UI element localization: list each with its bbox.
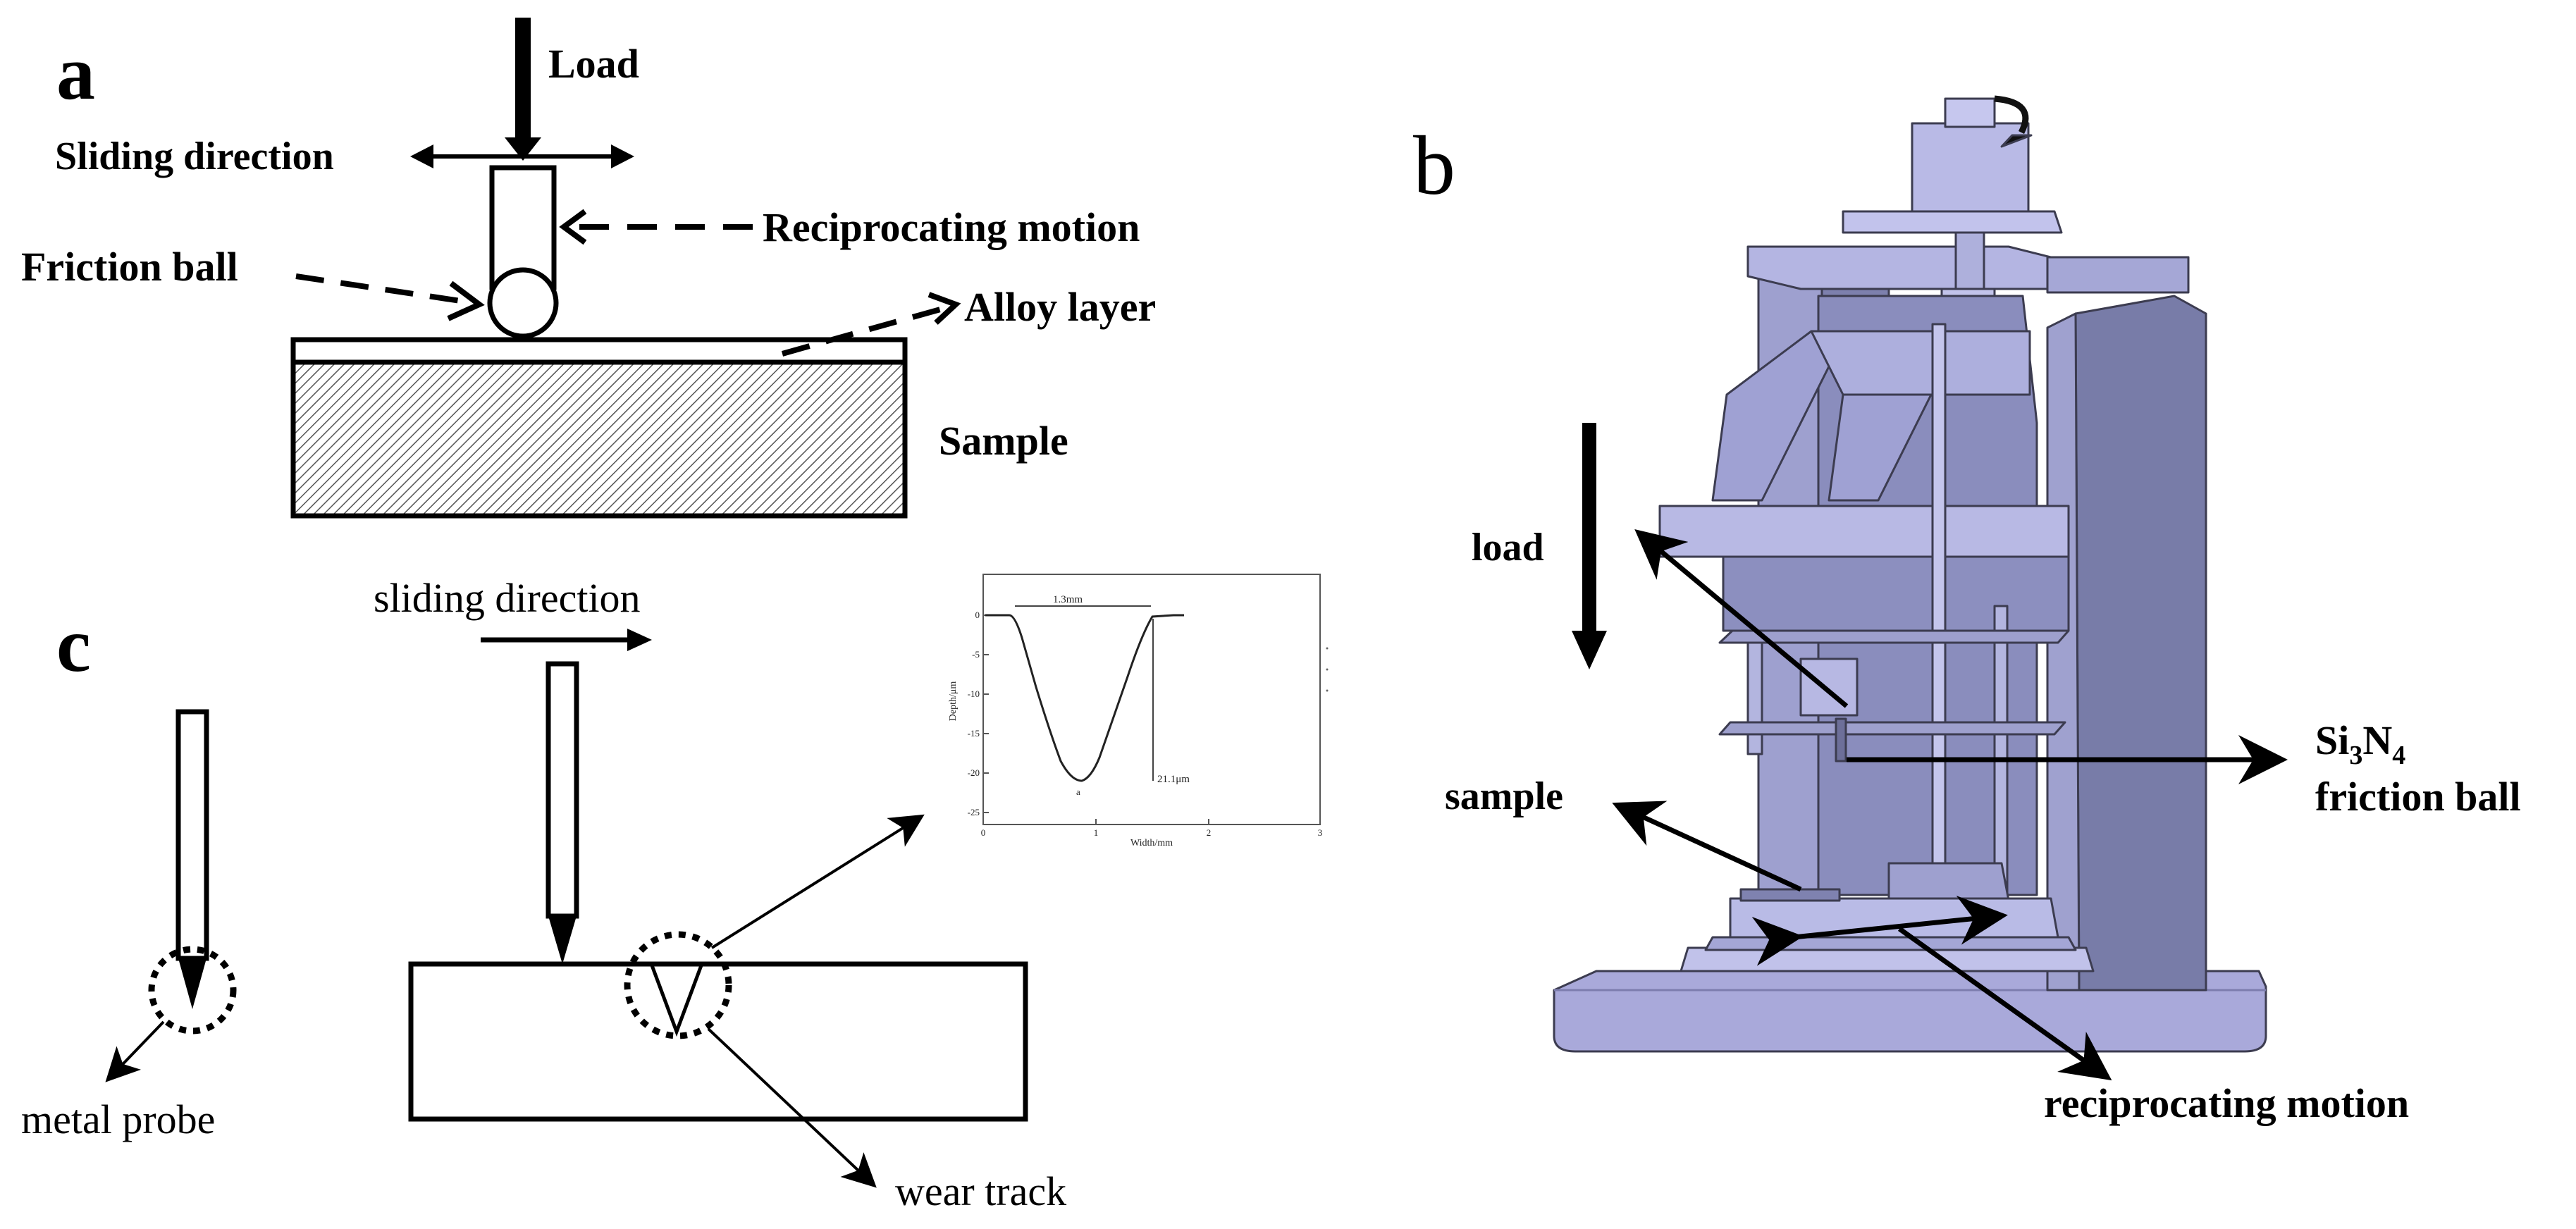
metal-probe-tip — [178, 958, 207, 1009]
load-b-label: load — [1472, 526, 1544, 569]
wear-track-label: wear track — [895, 1168, 1066, 1214]
sliding-direction-c-label: sliding direction — [374, 575, 641, 621]
inset-ytick: -5 — [972, 649, 980, 660]
panel-a-letter: a — [56, 30, 95, 116]
wear-track-to-inset-pointer — [710, 814, 925, 949]
alloy-layer — [290, 337, 908, 365]
wear-track-highlight-circle — [624, 931, 732, 1039]
inset-yticks: 0 -5 -10 -15 -20 -25 — [968, 610, 980, 817]
metal-probe-shaft — [175, 709, 209, 961]
rotation-arrow-head — [2000, 134, 2033, 148]
wear-track-groove — [650, 965, 703, 1037]
sample-block-c — [408, 961, 1028, 1122]
top-plate — [1842, 210, 2063, 234]
rotation-arrow — [1994, 95, 2029, 135]
si3n4-label: Si3N4 — [2315, 717, 2405, 770]
load-plate-upper — [1718, 629, 2070, 644]
load-arrow-shaft — [515, 18, 531, 141]
friction-ball-dashed-line — [295, 273, 466, 304]
inset-xtick: 2 — [1207, 827, 1212, 838]
alloy-layer-label: Alloy layer — [964, 284, 1156, 330]
sample-b-label: sample — [1445, 774, 1563, 818]
friction-ball — [487, 267, 559, 339]
sliding-pin-tip — [548, 916, 577, 964]
inset-frame — [982, 574, 1321, 825]
guide-rod-center — [1931, 323, 1947, 903]
inset-xlabel: Width/mm — [1130, 838, 1173, 848]
metal-probe-pointer — [105, 1020, 165, 1082]
wear-profile-inset: 0 -5 -10 -15 -20 -25 0 1 2 3 Depth/μm Wi… — [948, 574, 1329, 848]
brace-left — [1711, 330, 1848, 502]
sample-label: Sample — [939, 418, 1068, 464]
motor-cap — [1944, 97, 1996, 128]
load-arrow-b-head — [1572, 631, 1607, 669]
sample-block — [290, 359, 908, 519]
sliding-direction-label: Sliding direction — [55, 135, 334, 178]
ball-stem — [1835, 717, 1847, 762]
alloy-layer-dashed-line — [781, 306, 944, 357]
reciprocating-pointer — [1897, 927, 2112, 1081]
metal-probe-label: metal probe — [21, 1097, 215, 1142]
reciprocating-motion-b-label: reciprocating motion — [2044, 1080, 2409, 1126]
ball-holder-b — [1799, 657, 1859, 717]
depth-profile-curve — [985, 614, 1184, 782]
guide-rod-right — [1993, 605, 2009, 903]
panel-c: c sliding direction metal probe wear tra… — [21, 574, 1329, 1214]
sample-pointer — [1612, 801, 1802, 892]
inset-curve-label: a — [1076, 786, 1080, 797]
inset-ytick: -10 — [968, 688, 980, 699]
wear-track-pointer — [707, 1027, 877, 1188]
brace-top — [1810, 330, 2031, 396]
panel-c-letter: c — [56, 602, 91, 688]
inset-ytick: 0 — [975, 610, 980, 620]
inset-ytick: -25 — [968, 807, 980, 817]
friction-ball-arrow-head — [447, 280, 485, 321]
inset-xtick: 3 — [1318, 827, 1323, 838]
rotary-disk-rim — [1704, 936, 2077, 951]
inset-xtick: 0 — [981, 827, 986, 838]
panel-b: b — [1413, 95, 2521, 1126]
top-beam — [1746, 245, 2066, 290]
friction-ball-label: Friction ball — [21, 244, 238, 290]
sliding-arrow-right-head — [611, 144, 634, 168]
load-label: Load — [548, 41, 639, 87]
reciprocating-motion-label: Reciprocating motion — [763, 204, 1140, 250]
carriage-front — [1722, 555, 2070, 632]
load-arrow-head — [505, 137, 541, 161]
reciprocating-double-arrow — [1751, 895, 2008, 966]
depth-annotation-label: 21.1μm — [1157, 774, 1190, 785]
inset-ytick: -20 — [968, 767, 980, 778]
guide-rod-left — [1746, 633, 1763, 755]
right-column — [2074, 295, 2207, 992]
panel-b-letter: b — [1413, 118, 1455, 212]
panel-a: a Load Sliding direction Reciprocating m… — [21, 18, 1156, 519]
inset-xtick: 1 — [1094, 827, 1099, 838]
inset-ytick: -15 — [968, 728, 980, 739]
load-pointer — [1634, 529, 1849, 708]
width-annotation-label: 1.3mm — [1053, 594, 1083, 605]
rotary-disk — [1680, 946, 2095, 972]
inset-ticks — [983, 614, 1209, 825]
right-column-face — [2046, 312, 2081, 992]
sliding-direction-c-head — [627, 629, 652, 651]
load-arrow-b-shaft — [1582, 423, 1596, 634]
sliding-arrow-left-head — [410, 144, 433, 168]
inset-ylabel: Depth/μm — [948, 681, 959, 722]
load-plate-lower — [1718, 721, 2066, 736]
tribometer-machine — [1553, 95, 2267, 1053]
alloy-layer-arrow-head — [928, 292, 961, 325]
top-right-block — [2046, 256, 2190, 294]
friction-ball-b-label: friction ball — [2315, 774, 2521, 820]
sample-stage — [1729, 897, 2059, 939]
sample-holder — [1739, 888, 1841, 902]
carriage-top — [1658, 505, 2070, 558]
reciprocating-arrow-head — [559, 209, 587, 245]
inset-xticks: 0 1 2 3 — [981, 827, 1323, 838]
metal-probe-highlight-circle — [148, 946, 237, 1035]
spindle-upper — [1954, 231, 1985, 290]
sliding-pin-shaft — [546, 661, 579, 919]
